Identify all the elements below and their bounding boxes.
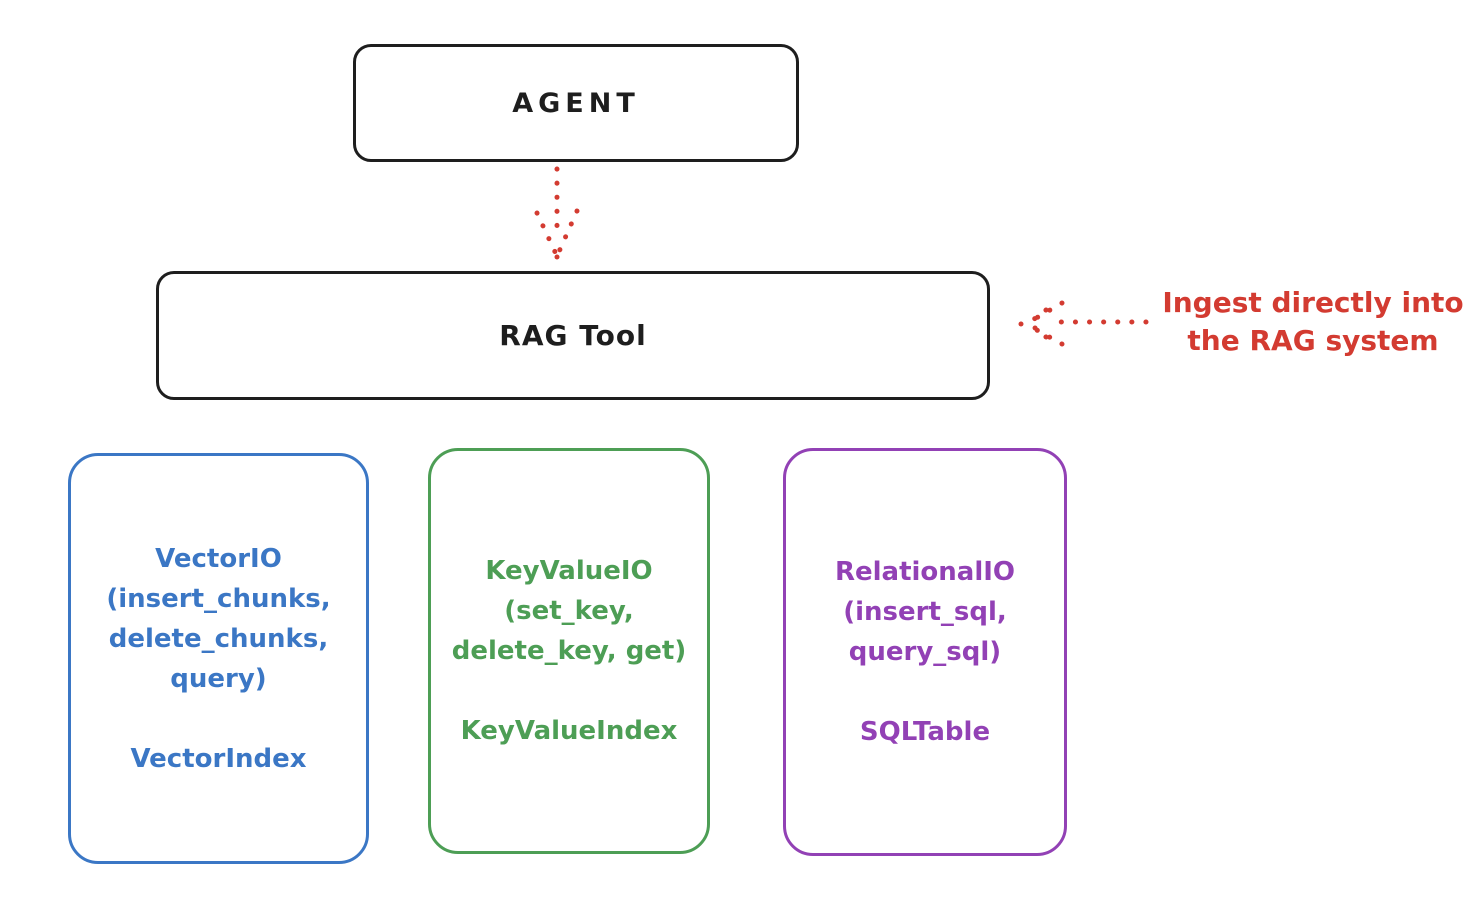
relational-io-methods: RelationalIO (insert_sql, query_sql) [834, 557, 1016, 667]
dotted-arrow-down-icon [534, 166, 580, 260]
agent-node: AGENT [353, 44, 799, 162]
keyvalue-index-label: KeyValueIndex [460, 716, 678, 746]
ingest-annotation: Ingest directly into the RAG system [1162, 286, 1464, 357]
vector-io-methods: VectorIO (insert_chunks, delete_chunks, … [106, 543, 331, 694]
keyvalue-io-card: KeyValueIO (set_key, delete_key, get) Ke… [428, 448, 710, 854]
keyvalue-io-methods: KeyValueIO (set_key, delete_key, get) [451, 556, 687, 666]
relational-io-card: RelationalIO (insert_sql, query_sql) SQL… [783, 448, 1067, 856]
rag-tool-node: RAG Tool [156, 271, 990, 400]
vector-io-card: VectorIO (insert_chunks, delete_chunks, … [68, 453, 369, 864]
dotted-arrow-left-icon [1018, 300, 1149, 347]
sql-table-label: SQLTable [859, 717, 991, 747]
agent-label: AGENT [512, 87, 640, 119]
vector-index-label: VectorIndex [130, 743, 307, 774]
rag-tool-label: RAG Tool [499, 319, 647, 352]
